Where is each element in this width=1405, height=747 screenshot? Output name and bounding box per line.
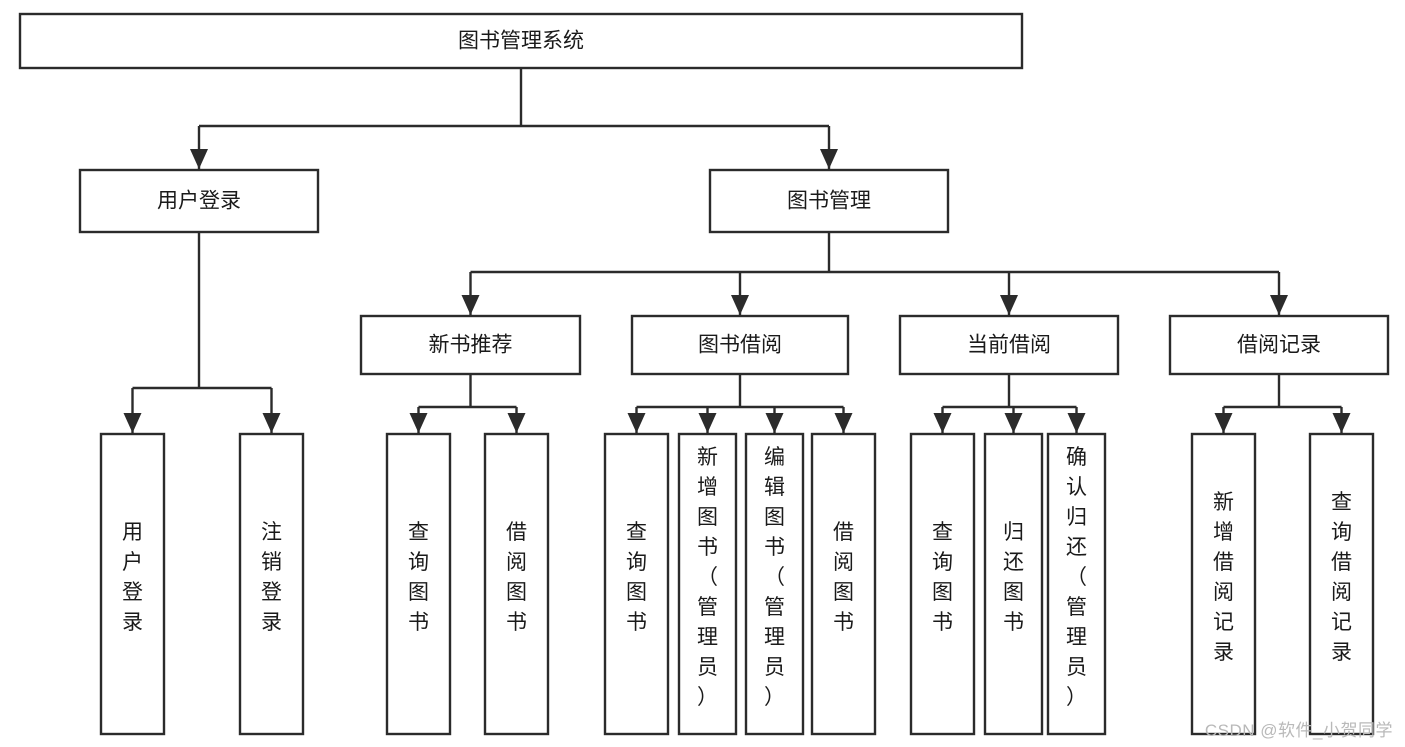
- arrow-head-icon: [1270, 295, 1288, 315]
- node-add-borrow-record[interactable]: 新增借阅记录: [1190, 432, 1257, 736]
- node-user-login[interactable]: 用户登录: [78, 168, 320, 234]
- node-box-rect: [677, 432, 738, 736]
- node-box-rect: [385, 432, 452, 736]
- node-label: 用户登录: [122, 521, 143, 634]
- arrow-head-icon: [1067, 413, 1086, 433]
- arrow-head-icon: [1214, 413, 1233, 433]
- node-user-logout[interactable]: 注销登录: [238, 432, 305, 736]
- arrow-head-icon: [820, 149, 838, 169]
- node-new-book-recommend[interactable]: 新书推荐: [359, 314, 582, 376]
- node-box-rect: [18, 12, 1024, 70]
- node-label: 图书管理系统: [458, 30, 584, 53]
- node-edit-book-admin[interactable]: 编辑图书（管理员）: [744, 432, 805, 736]
- node-borrow-book-2[interactable]: 借阅图书: [810, 432, 877, 736]
- watermark-label: CSDN @软件_小贺同学: [1204, 721, 1393, 740]
- arrow-head-icon: [834, 413, 853, 433]
- node-book-borrow[interactable]: 图书借阅: [630, 314, 850, 376]
- node-box-rect: [810, 432, 877, 736]
- node-confirm-return-admin[interactable]: 确认归还（管理员）: [1046, 432, 1107, 736]
- node-label: 新书推荐: [429, 334, 513, 357]
- node-label: 图书借阅: [698, 334, 782, 357]
- node-label: 编辑图书（管理员）: [764, 446, 785, 709]
- arrow-head-icon: [461, 295, 480, 315]
- node-label: 查询图书: [626, 521, 647, 634]
- node-label: 确认归还（管理员）: [1066, 446, 1087, 709]
- node-label: 查询图书: [408, 521, 429, 634]
- node-box-rect: [983, 432, 1044, 736]
- node-box-rect: [483, 432, 550, 736]
- arrow-head-icon: [627, 413, 646, 433]
- node-query-book-3[interactable]: 查询图书: [909, 432, 976, 736]
- node-label: 借阅图书: [506, 521, 527, 634]
- node-box-rect: [238, 432, 305, 736]
- node-label: 归还图书: [1003, 521, 1024, 634]
- arrow-head-icon: [409, 413, 428, 433]
- node-query-book-1[interactable]: 查询图书: [385, 432, 452, 736]
- arrow-head-icon: [1000, 295, 1018, 315]
- node-box-rect: [909, 432, 976, 736]
- node-box-rect: [630, 314, 850, 376]
- node-box-rect: [99, 432, 166, 736]
- node-box-rect: [1046, 432, 1107, 736]
- node-box-rect: [603, 432, 670, 736]
- node-current-borrow[interactable]: 当前借阅: [898, 314, 1120, 376]
- arrow-head-icon: [190, 149, 208, 169]
- node-label: 注销登录: [261, 521, 282, 634]
- node-box-rect: [1168, 314, 1390, 376]
- node-label: 查询借阅记录: [1331, 491, 1352, 664]
- node-box-rect: [898, 314, 1120, 376]
- arrow-head-icon: [262, 413, 281, 433]
- node-user-login-do[interactable]: 用户登录: [99, 432, 166, 736]
- node-box-rect: [744, 432, 805, 736]
- node-box-rect: [359, 314, 582, 376]
- node-boxes: 图书管理系统用户登录图书管理用户登录注销登录新书推荐图书借阅当前借阅借阅记录查询…: [18, 12, 1390, 736]
- node-label: 借阅图书: [833, 521, 854, 634]
- node-root[interactable]: 图书管理系统: [18, 12, 1024, 70]
- node-query-borrow-record[interactable]: 查询借阅记录: [1308, 432, 1375, 736]
- connector-lines: [123, 68, 1351, 433]
- arrow-head-icon: [731, 295, 749, 315]
- node-label: 查询图书: [932, 521, 953, 634]
- arrow-head-icon: [507, 413, 526, 433]
- node-label: 新增借阅记录: [1213, 491, 1234, 664]
- arrow-head-icon: [765, 413, 784, 433]
- node-box-rect: [1308, 432, 1375, 736]
- node-label: 借阅记录: [1237, 334, 1321, 357]
- arrow-head-icon: [1332, 413, 1351, 433]
- node-box-rect: [1190, 432, 1257, 736]
- node-box-rect: [78, 168, 320, 234]
- node-label: 当前借阅: [967, 334, 1051, 357]
- node-label: 用户登录: [157, 190, 241, 213]
- arrow-head-icon: [1004, 413, 1023, 433]
- node-label: 图书管理: [787, 190, 871, 213]
- arrow-head-icon: [933, 413, 952, 433]
- arrow-head-icon: [698, 413, 717, 433]
- node-query-book-2[interactable]: 查询图书: [603, 432, 670, 736]
- node-add-book-admin[interactable]: 新增图书（管理员）: [677, 432, 738, 736]
- node-borrow-book-1[interactable]: 借阅图书: [483, 432, 550, 736]
- node-book-management[interactable]: 图书管理: [708, 168, 950, 234]
- node-borrow-records[interactable]: 借阅记录: [1168, 314, 1390, 376]
- node-return-book[interactable]: 归还图书: [983, 432, 1044, 736]
- node-label: 新增图书（管理员）: [697, 446, 718, 709]
- node-box-rect: [708, 168, 950, 234]
- arrow-head-icon: [123, 413, 142, 433]
